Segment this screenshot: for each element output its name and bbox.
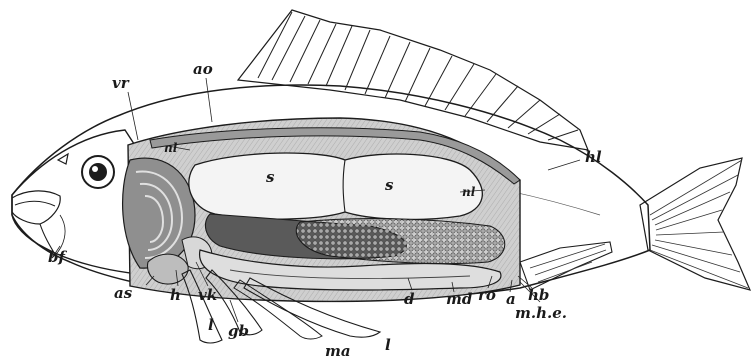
label-l-anterior: l: [208, 316, 214, 334]
label-nl-anterior: nl: [164, 141, 178, 155]
caudal-fin: [640, 158, 750, 290]
label-h: h: [170, 286, 181, 304]
eye-icon: [58, 154, 114, 188]
label-ro: ro: [478, 286, 496, 304]
swim-bladder: [189, 153, 483, 219]
label-l-posterior: l: [385, 336, 391, 354]
label-d: d: [404, 290, 415, 308]
label-nl-posterior: nl: [462, 185, 476, 199]
label-vk: vk: [198, 286, 217, 304]
label-ao: ao: [193, 60, 213, 78]
anal-fin: [520, 242, 612, 290]
label-vr: vr: [112, 74, 130, 92]
label-mhe: m.h.e.: [515, 304, 567, 322]
label-gb: gb: [228, 322, 249, 340]
label-s-posterior: s: [385, 176, 394, 194]
label-ma: ma: [325, 342, 351, 360]
label-as: as: [114, 284, 133, 302]
label-s-anterior: s: [266, 168, 275, 186]
label-md: md: [446, 290, 473, 308]
label-hl: hl: [585, 148, 602, 166]
label-bf: bf: [48, 248, 67, 266]
label-hb: hb: [528, 286, 549, 304]
